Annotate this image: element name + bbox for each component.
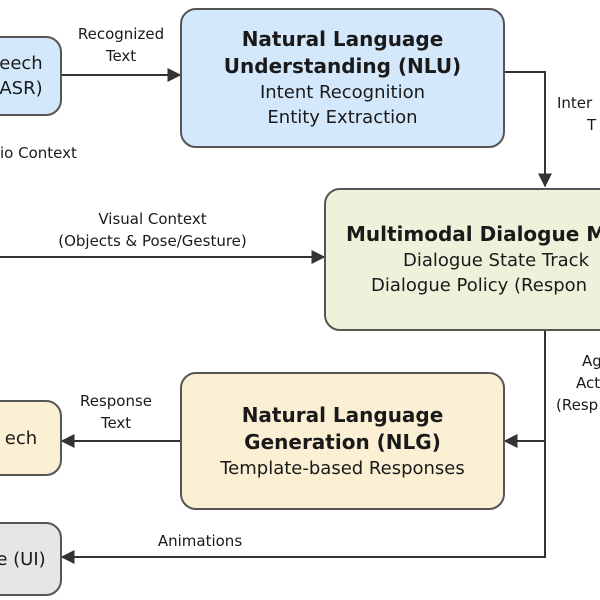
label-visual-context: Visual Context (Objects & Pose/Gesture) bbox=[40, 208, 265, 252]
ui-line-1: e (UI) bbox=[0, 548, 46, 570]
label-response-text: Response Text bbox=[66, 390, 166, 434]
asr-line-1: eech bbox=[0, 53, 43, 74]
arrow-dm-to-nlg bbox=[503, 331, 546, 448]
nlu-line-2: Entity Extraction bbox=[267, 107, 418, 128]
dialogue-manager-box: Multimodal Dialogue M Dialogue State Tra… bbox=[324, 188, 600, 331]
label-response-text-line-2: Text bbox=[100, 414, 132, 432]
label-agent-action: Ag Act (Resp bbox=[556, 350, 600, 416]
nlg-line-1: Template-based Responses bbox=[220, 457, 465, 479]
nlg-box: Natural Language Generation (NLG) Templa… bbox=[180, 372, 505, 510]
nlu-title-2: Understanding (NLU) bbox=[223, 54, 462, 78]
label-agent-action-line-1: Ag bbox=[582, 352, 600, 370]
label-visual-context-line-2: (Objects & Pose/Gesture) bbox=[58, 232, 247, 250]
label-recognized-text-line-1: Recognized bbox=[77, 25, 165, 43]
label-audio-context-line-1: io Context bbox=[0, 144, 77, 162]
label-intent: Inter T bbox=[557, 92, 596, 136]
label-audio-context: io Context bbox=[0, 142, 77, 164]
nlg-title-1: Natural Language bbox=[241, 402, 444, 427]
arrow-dm-to-ui bbox=[60, 441, 546, 564]
label-intent-line-1: Inter bbox=[557, 94, 593, 112]
label-animations-line-1: Animations bbox=[157, 532, 243, 550]
label-agent-action-line-2: Act bbox=[576, 374, 600, 392]
label-visual-context-line-1: Visual Context bbox=[98, 210, 207, 228]
ui-box: e (UI) bbox=[0, 522, 62, 596]
label-recognized-text: Recognized Text bbox=[66, 23, 176, 67]
label-recognized-text-line-2: Text bbox=[105, 47, 137, 65]
tts-box: ech bbox=[0, 400, 62, 476]
asr-box: eech ASR) bbox=[0, 36, 62, 116]
dm-line-2: Dialogue Policy (Respon bbox=[371, 275, 588, 296]
label-agent-action-line-3: (Resp bbox=[556, 396, 599, 414]
label-response-text-line-1: Response bbox=[79, 392, 153, 410]
dm-title: Multimodal Dialogue M bbox=[346, 222, 600, 246]
nlg-title-2: Generation (NLG) bbox=[244, 429, 441, 454]
arrow-nlu-to-dm bbox=[502, 71, 552, 188]
label-intent-line-2: T bbox=[587, 116, 597, 134]
asr-line-2: ASR) bbox=[0, 78, 43, 99]
nlu-line-1: Intent Recognition bbox=[259, 82, 426, 103]
tts-line-1: ech bbox=[4, 427, 38, 449]
label-animations: Animations bbox=[130, 530, 270, 552]
nlu-title-1: Natural Language bbox=[241, 27, 444, 51]
dm-line-1: Dialogue State Track bbox=[403, 250, 590, 271]
nlu-box: Natural Language Understanding (NLU) Int… bbox=[180, 8, 505, 148]
